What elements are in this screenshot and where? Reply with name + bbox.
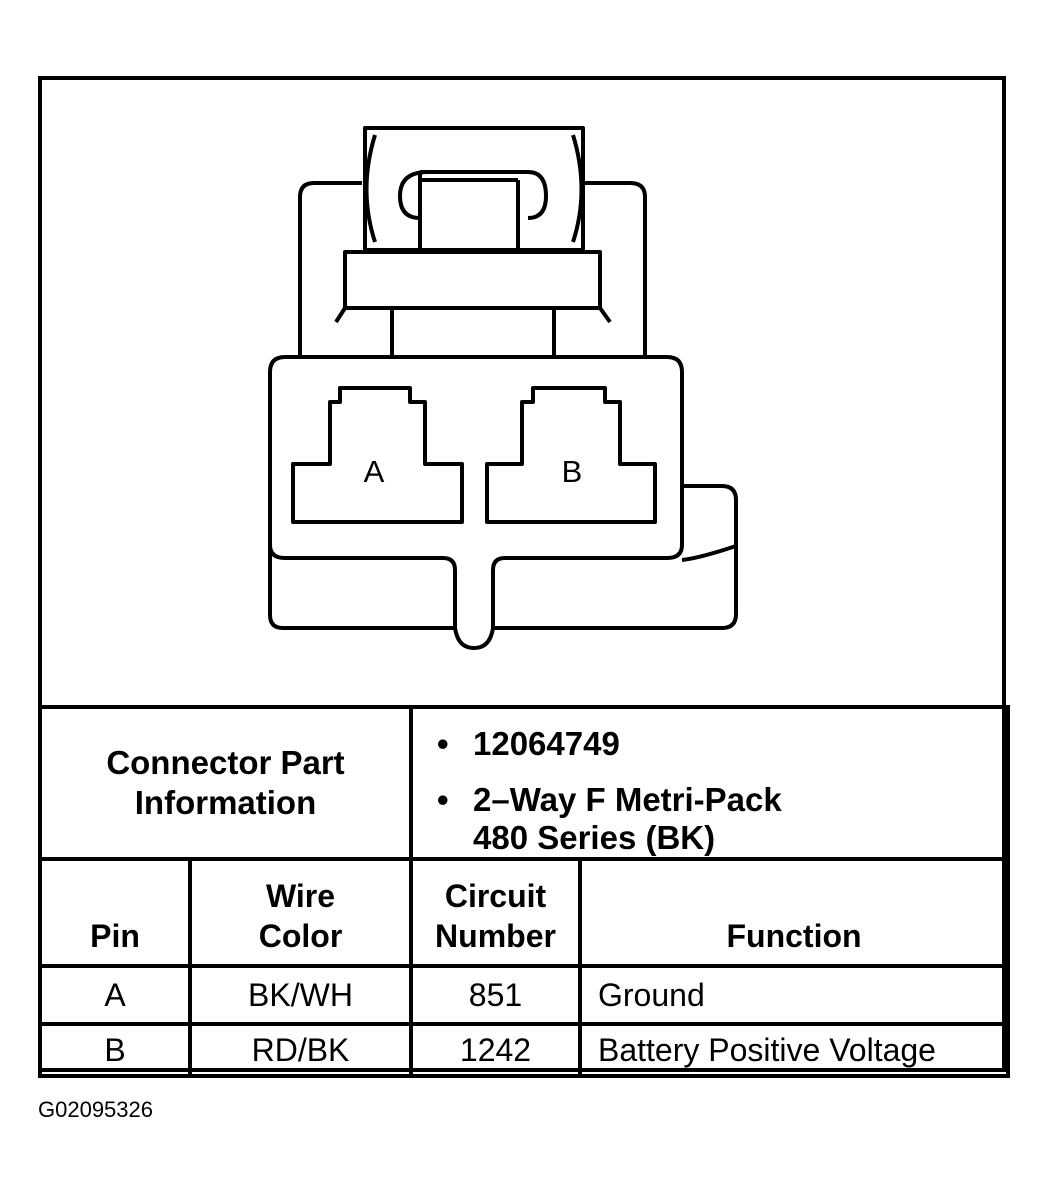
part-description: 2–Way F Metri-Pack 480 Series (BK)	[437, 781, 1006, 857]
wire-color-cell: BK/WH	[188, 964, 413, 1026]
part-description-line1: 2–Way F Metri-Pack	[473, 781, 782, 818]
connector-lower-housing	[268, 355, 738, 650]
pin-cell: B	[38, 1022, 192, 1078]
header-wire-color-line2: Color	[258, 918, 343, 954]
header-circuit-number: Circuit Number	[409, 857, 582, 968]
header-circuit-line1: Circuit	[444, 878, 547, 914]
table-header-row: Pin Wire Color Circuit Number Function	[38, 857, 1011, 968]
connector-info-table: Connector Part Information 12064749 2–Wa…	[38, 705, 1011, 1078]
part-description-line2: 480 Series (BK)	[473, 819, 716, 856]
header-function-text: Function	[726, 918, 862, 954]
pin-cell: A	[38, 964, 192, 1026]
function-cell: Ground	[577, 964, 1011, 1026]
header-circuit-line2: Number	[435, 918, 556, 954]
circuit-cell: 851	[409, 964, 582, 1026]
connector-drawing: A B	[268, 126, 738, 650]
connector-upper-housing	[298, 181, 647, 358]
cavity-a	[291, 386, 464, 524]
header-wire-color-line1: Wire	[265, 878, 336, 914]
header-pin: Pin	[38, 857, 192, 968]
header-function: Function	[577, 857, 1011, 968]
cavity-b-label: B	[562, 454, 583, 489]
connector-lock-tab	[363, 126, 585, 252]
figure-id: G02095326	[38, 1097, 153, 1122]
circuit-cell: 1242	[409, 1022, 582, 1078]
part-info-label-line2: Information	[134, 784, 317, 821]
header-pin-text: Pin	[90, 918, 140, 954]
part-info-values: 12064749 2–Way F Metri-Pack 480 Series (…	[408, 705, 1011, 861]
table-row: A BK/WH 851 Ground	[38, 964, 1011, 1026]
cavity-b	[485, 386, 657, 524]
header-wire-color: Wire Color	[188, 857, 413, 968]
part-info-row: Connector Part Information 12064749 2–Wa…	[38, 705, 1011, 861]
wire-color-cell: RD/BK	[188, 1022, 413, 1078]
part-number: 12064749	[437, 725, 1006, 763]
table-row: B RD/BK 1242 Battery Positive Voltage	[38, 1022, 1011, 1078]
function-cell: Battery Positive Voltage	[577, 1022, 1011, 1078]
part-info-label-line1: Connector Part	[106, 744, 345, 781]
part-info-label: Connector Part Information	[38, 705, 413, 861]
cavity-a-label: A	[364, 454, 385, 489]
